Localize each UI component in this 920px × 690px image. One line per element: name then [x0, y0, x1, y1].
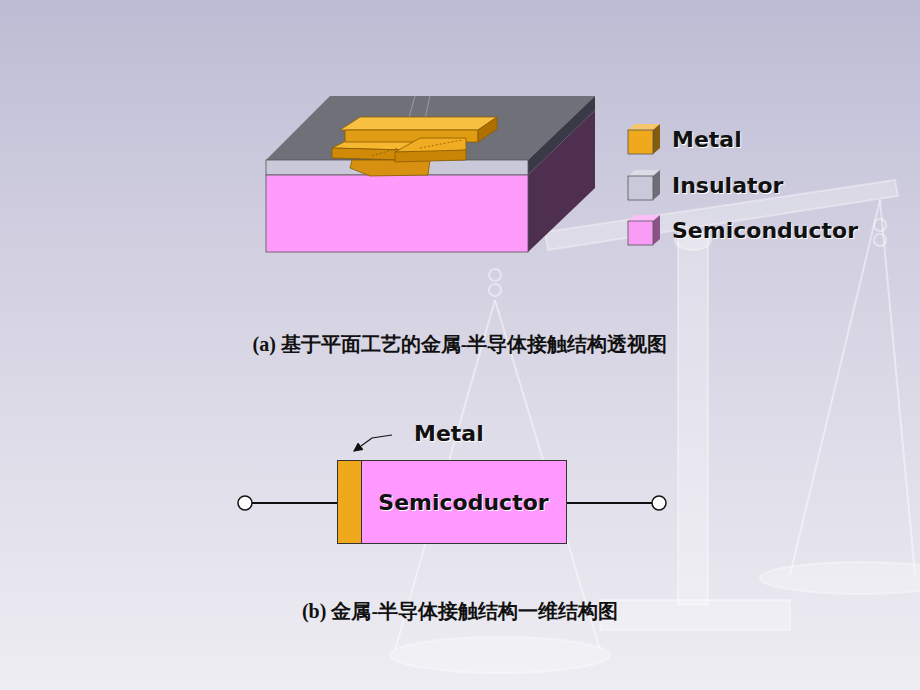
metal-layer — [338, 461, 362, 543]
legend-label: Insulator — [672, 173, 783, 198]
figure-caption: (b) 金属-半导体接触结构一维结构图 — [0, 598, 920, 625]
semiconductor-front — [266, 175, 528, 252]
node-label: Semicoductor — [378, 490, 548, 515]
callout-label: Metal — [414, 421, 484, 446]
legend-label: Semiconductor — [672, 218, 858, 243]
legend-item: Semiconductor — [626, 213, 858, 247]
semiconductor-side — [528, 110, 595, 252]
terminal — [238, 496, 252, 510]
legend-swatch — [626, 122, 662, 156]
legend-swatch — [626, 168, 662, 202]
wire — [252, 502, 337, 504]
figure-caption: (a) 基于平面工艺的金属-半导体接触结构透视图 — [0, 331, 920, 358]
terminal — [652, 496, 666, 510]
metal-contact — [332, 117, 497, 176]
legend-label: Metal — [672, 127, 742, 152]
legend-item: Insulator — [626, 168, 783, 202]
wire — [567, 502, 652, 504]
legend-swatch — [626, 213, 662, 247]
legend-item: Metal — [626, 122, 742, 156]
semiconductor-box: Semicoductor — [337, 460, 567, 544]
leader-line — [354, 435, 392, 451]
